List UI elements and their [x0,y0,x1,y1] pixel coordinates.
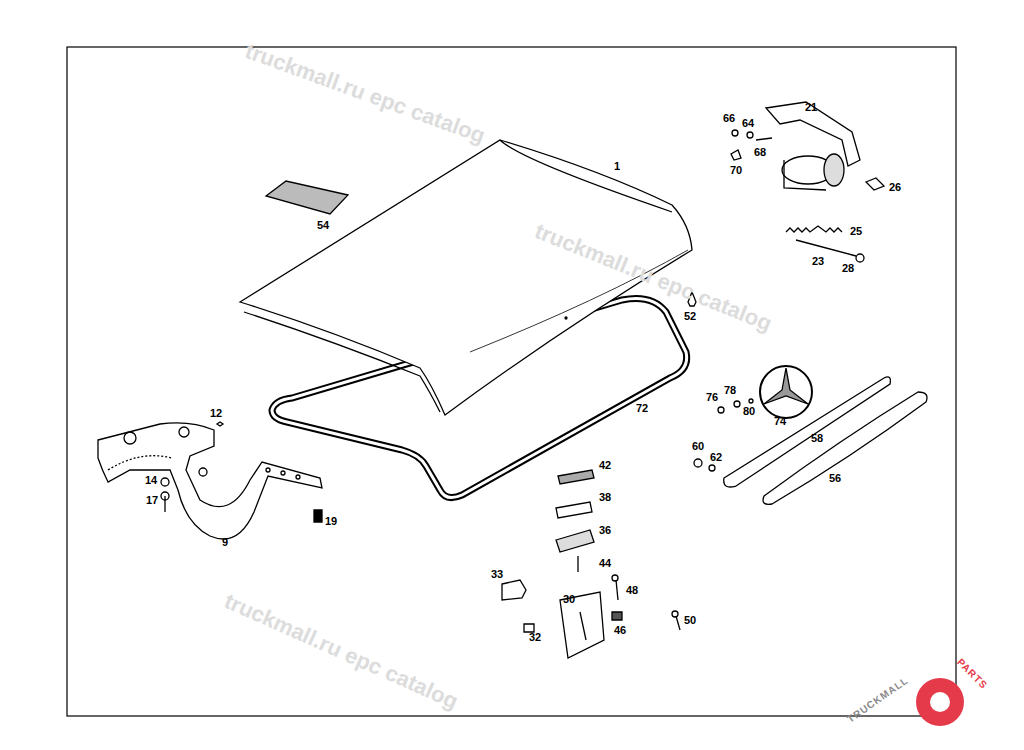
callout-number: 50 [684,615,696,626]
callout-number: 26 [889,182,901,193]
callout-number: 23 [812,256,824,267]
callout-number: 52 [684,311,696,322]
callout-number: 48 [626,585,638,596]
callout-number: 19 [325,516,337,527]
callout-number: 36 [599,525,611,536]
callout-number: 78 [724,385,736,396]
logo-text: PARTS [955,657,989,691]
watermark: truckmall.ru epc catalog [221,590,461,713]
callout-number: 64 [742,118,754,129]
callout-number: 80 [743,406,755,417]
callout-number: 46 [614,625,626,636]
callout-number: 30 [563,594,575,605]
callout-number: 54 [317,220,329,231]
callout-number: 32 [529,632,541,643]
callout-number: 66 [723,113,735,124]
callout-number: 44 [599,558,611,569]
logo-text: TRUCKMALL [846,675,911,724]
callout-number: 62 [710,452,722,463]
callout-number: 42 [599,460,611,471]
callout-number: 60 [692,441,704,452]
callout-number: 28 [842,263,854,274]
callout-number: 58 [811,433,823,444]
callout-number: 21 [805,102,817,113]
callout-number: 1 [614,161,620,172]
watermark: truckmall.ru epc catalog [242,40,487,147]
callout-number: 76 [706,392,718,403]
callout-number: 68 [754,147,766,158]
callout-number: 33 [491,569,503,580]
callout-number: 17 [146,495,158,506]
callout-number: 70 [730,165,742,176]
callout-number: 38 [599,492,611,503]
callout-number: 72 [636,403,648,414]
callout-number: 56 [829,473,841,484]
callout-number: 12 [210,408,222,419]
callout-number: 14 [145,475,157,486]
callout-number: 74 [774,416,786,427]
callout-number: 25 [850,226,862,237]
callout-number: 9 [222,537,228,548]
